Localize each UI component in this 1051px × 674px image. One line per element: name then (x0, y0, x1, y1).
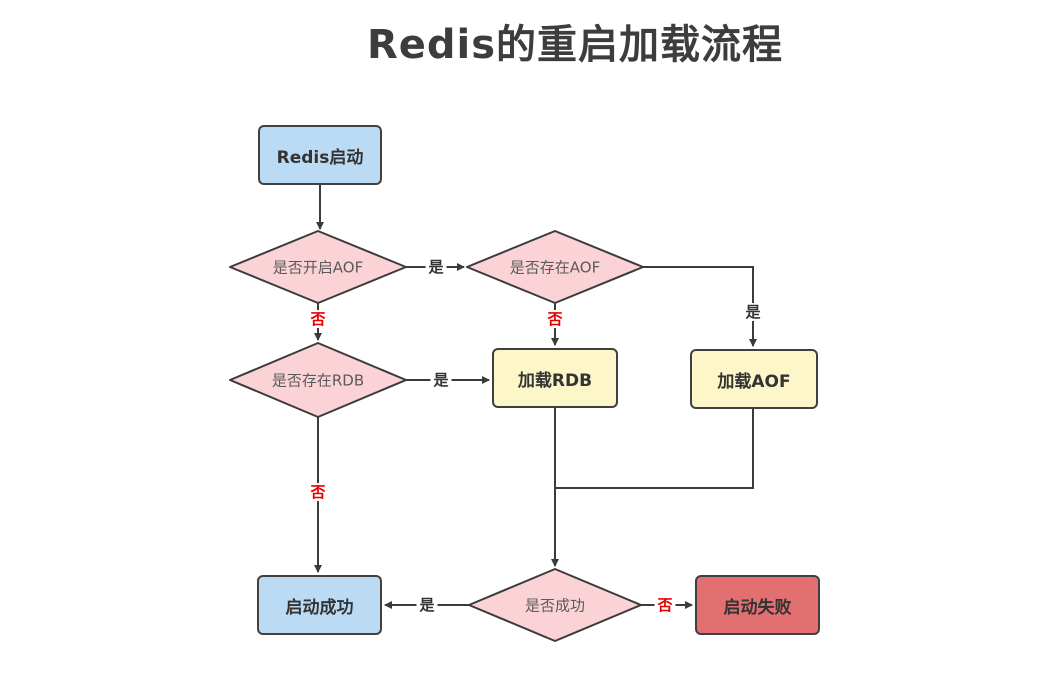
node-redis-start: Redis启动 (258, 125, 382, 185)
diamond-aof-enabled-label: 是否开启AOF (272, 258, 364, 277)
edge-aof-exists-yes-to-load-aof (643, 266, 757, 347)
edge-label-yes-aof-enabled: 是 (425, 258, 447, 276)
edge-label-no-rdb-exists: 否 (307, 483, 329, 501)
diamond-success-check-label: 是否成功 (524, 596, 586, 615)
node-start-success: 启动成功 (257, 575, 382, 635)
diamond-aof-exists-label: 是否存在AOF (509, 258, 601, 277)
edge-label-no-success-check: 否 (654, 596, 676, 614)
diamond-aof-enabled-shape (229, 230, 407, 304)
node-start-fail: 启动失败 (695, 575, 820, 635)
edge-load-aof-to-merge (555, 408, 754, 489)
page-title: Redis的重启加载流程 (366, 22, 784, 68)
diamond-aof-exists-shape (466, 230, 644, 304)
edge-label-yes-aof-exists: 是 (742, 303, 764, 321)
diamond-rdb-exists-shape (229, 342, 407, 418)
node-load-rdb: 加载RDB (492, 348, 618, 408)
edge-label-no-aof-enabled: 否 (307, 310, 329, 328)
edge-label-yes-success-check: 是 (416, 596, 438, 614)
edge-label-no-aof-exists: 否 (544, 310, 566, 328)
edge-label-yes-rdb-exists: 是 (430, 371, 452, 389)
diamond-rdb-exists-label: 是否存在RDB (271, 371, 365, 390)
diamond-success-check-shape (468, 568, 642, 642)
node-load-aof: 加载AOF (690, 349, 818, 409)
